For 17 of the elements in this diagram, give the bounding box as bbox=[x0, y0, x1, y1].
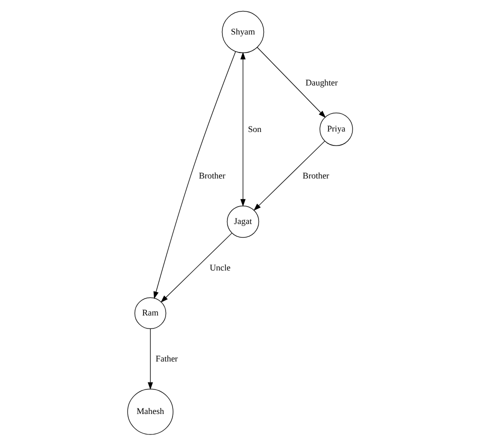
edge-label: Son bbox=[247, 124, 261, 134]
node-circle: Priya bbox=[319, 112, 352, 146]
node-circle: Jagat bbox=[226, 206, 259, 238]
arrow bbox=[153, 51, 236, 300]
arrow bbox=[160, 232, 232, 303]
arrow bbox=[147, 328, 152, 390]
edge-label: Uncle bbox=[209, 262, 230, 272]
edge-label: Daughter bbox=[304, 77, 338, 88]
edge-label: Brother bbox=[198, 170, 225, 180]
edge-label: Brother bbox=[302, 170, 329, 180]
node-circle: Mahesh bbox=[126, 388, 173, 435]
node-circle: Shyam bbox=[221, 10, 264, 54]
arrow bbox=[253, 140, 325, 211]
arrow bbox=[240, 52, 246, 207]
edge-label: Father bbox=[155, 353, 178, 364]
node-circle: Ram bbox=[134, 297, 166, 330]
arrow bbox=[256, 46, 326, 118]
